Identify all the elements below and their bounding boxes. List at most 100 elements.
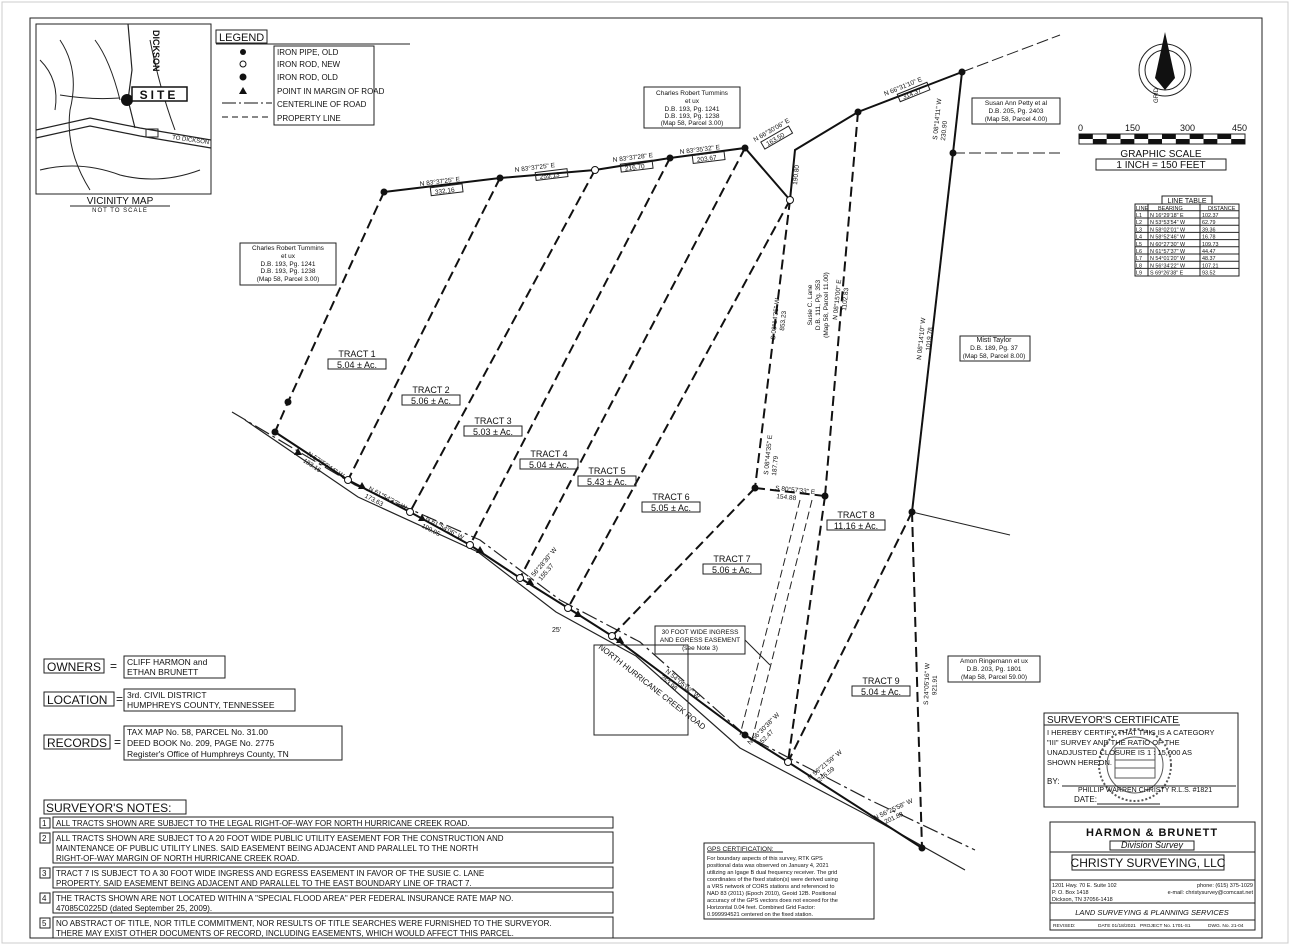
corner-markers (271, 68, 966, 852)
notes-title: SURVEYOR'S NOTES: (46, 801, 171, 815)
vicinity-site-label: SITE (140, 88, 179, 102)
note-2-line: RIGHT-OF-WAY MARGIN OF NORTH HURRICANE C… (56, 854, 299, 863)
location-line-1: 3rd. CIVIL DISTRICT (127, 690, 207, 700)
footer-date: DATE 01/18/2021 (1098, 923, 1136, 929)
svg-text:D.B. 193, Pg. 1238: D.B. 193, Pg. 1238 (665, 113, 720, 120)
firm-division: Division Survey (1121, 840, 1184, 850)
svg-text:D.B. 193, Pg. 1238: D.B. 193, Pg. 1238 (261, 268, 316, 275)
svg-text:(Map 58, Parcel 3.00): (Map 58, Parcel 3.00) (257, 276, 320, 283)
svg-text:D.B. 203, Pg. 1801: D.B. 203, Pg. 1801 (967, 666, 1022, 673)
dist-lane-w: 853.23 (779, 310, 788, 331)
dist-top1: 332.16 (435, 187, 456, 196)
iron-rod-old-icon (380, 188, 388, 196)
gps-line: utilizing an Igage B dual frequency rece… (707, 870, 837, 876)
svg-text:D.B. 111, Pg. 353: D.B. 111, Pg. 353 (815, 279, 822, 330)
svg-text:(Map 58, Parcel 8.00): (Map 58, Parcel 8.00) (963, 353, 1026, 360)
iron-rod-old-icon (741, 144, 749, 152)
owners-line-1: CLIFF HARMON and (127, 657, 208, 667)
bearing-r9w: S 24°05'16" W (922, 662, 931, 705)
scale-title: GRAPHIC SCALE (1120, 149, 1201, 160)
svg-text:et ux: et ux (281, 253, 296, 260)
svg-text:(Map 58, Parcel 4.00): (Map 58, Parcel 4.00) (985, 116, 1048, 123)
dist-t7e: 154.88 (776, 493, 797, 502)
vicinity-to-dickson: TO DICKSON (172, 135, 210, 146)
cert-line-2: "III" SURVEY AND THE RATIO OF THE (1047, 738, 1180, 747)
north-arrow: GRID (1138, 32, 1192, 103)
tract-2-name: TRACT 2 (412, 385, 449, 395)
note-5-line: THERE MAY EXIST OTHER DOCUMENTS OF RECOR… (56, 929, 514, 938)
tract-4-name: TRACT 4 (530, 449, 567, 459)
tract-1-name: TRACT 1 (338, 349, 375, 359)
owner-ringemann: Amon Ringemann et ux D.B. 203, Pg. 1801 … (947, 655, 1041, 683)
surveyor-certificate: SURVEYOR'S CERTIFICATE I HEREBY CERTIFY … (1043, 712, 1239, 808)
dist-taylor: 1019.78 (925, 327, 934, 351)
phone: phone: (615) 375-1029 (1197, 883, 1253, 889)
svg-text:Susan Ann Petty et al: Susan Ann Petty et al (985, 100, 1048, 107)
tract-3-area: 5.03 ± Ac. (473, 427, 513, 437)
records-line-3: Register's Office of Humphreys County, T… (127, 749, 289, 759)
gps-title: GPS CERTIFICATION: (707, 846, 774, 853)
dist-short-top: 190.80 (792, 164, 801, 185)
tract-4-area: 5.04 ± Ac. (529, 460, 569, 470)
lt-cell: N 56°34'22" W (1150, 263, 1186, 269)
legend-item-2: IRON ROD, NEW (277, 60, 341, 69)
tract-5-area: 5.43 ± Ac. (587, 477, 627, 487)
gps-line: a VRS network of CORS stations and refer… (707, 884, 834, 890)
lt-cell: N 16°29'18" E (1150, 213, 1184, 219)
vicinity-dickson-label: DICKSON (151, 30, 161, 72)
tract-6-name: TRACT 6 (652, 492, 689, 502)
drawing-border (29, 17, 1263, 939)
svg-text:AND EGRESS EASEMENT: AND EGRESS EASEMENT (660, 637, 740, 644)
gps-line: positional data was observed on January … (707, 863, 829, 869)
cert-title: SURVEYOR'S CERTIFICATE (1047, 715, 1179, 726)
iron-rod-new-icon (784, 758, 792, 766)
note-number: 2 (42, 834, 47, 843)
site-dot-icon (121, 94, 133, 106)
owner-tummins-left: Charles Robert Tummins et ux D.B. 193, P… (239, 242, 337, 286)
iron-rod-new-icon (786, 196, 794, 204)
lt-header-line: LINE (1136, 206, 1149, 212)
lt-cell: 102.37 (1202, 213, 1219, 219)
location-line-2: HUMPHREYS COUNTY, TENNESSEE (127, 700, 275, 710)
iron-rod-old-icon (918, 844, 926, 852)
dist-petty: 230.90 (940, 120, 949, 141)
dist-lane-e: 1102.83 (841, 287, 850, 311)
owner-tummins-top: Charles Robert Tummins et ux D.B. 193, P… (643, 86, 741, 129)
scale-tick-300: 300 (1180, 123, 1195, 133)
svg-text:Misti Taylor: Misti Taylor (977, 337, 1013, 344)
gps-line: Horizontal 0.04 feet. Combined Grid Fact… (707, 905, 816, 911)
road-south-margin (244, 419, 966, 871)
lt-cell: 48.37 (1202, 256, 1216, 262)
legend-item-6: PROPERTY LINE (277, 114, 341, 123)
road-point-icon (526, 578, 534, 585)
records-label: RECORDS (47, 736, 107, 750)
lt-cell: L1 (1136, 213, 1142, 219)
road-point-icon (418, 514, 426, 521)
lt-header-distance: DISTANCE (1208, 206, 1236, 212)
lt-cell: 16.78 (1202, 235, 1216, 241)
north-grid-label: GRID (1154, 87, 1160, 103)
lt-cell: L7 (1136, 256, 1142, 262)
svg-text:Charles Robert Tummins: Charles Robert Tummins (252, 245, 325, 252)
tract-8-area: 11.16 ± Ac. (834, 521, 878, 531)
iron-pipe-old-icon (240, 49, 246, 55)
legend-item-5: CENTERLINE OF ROAD (277, 100, 367, 109)
gps-line: NAD 83 (2011) (Epoch 2010), Geoid 12B. P… (707, 891, 836, 897)
location-label: LOCATION (47, 693, 107, 707)
addr-2: P. O. Box 1418 (1052, 890, 1089, 896)
iron-rod-old-icon (284, 398, 292, 406)
lt-cell: L4 (1136, 235, 1142, 241)
lt-cell: 107.21 (1202, 263, 1219, 269)
owner-taylor: Misti Taylor D.B. 189, Pg. 37 (Map 58, P… (959, 335, 1031, 362)
legend-item-1: IRON PIPE, OLD (277, 48, 339, 57)
note-number: 1 (42, 819, 47, 828)
svg-text:=: = (110, 659, 117, 673)
iron-rod-old-icon (908, 508, 916, 516)
legend: LEGEND IRON PIPE, OLD IRON ROD, NEW IRON… (215, 29, 410, 126)
tract-8-name: TRACT 8 (837, 510, 874, 520)
road-point-icon (574, 610, 582, 617)
lt-cell: N 58°02'01" W (1150, 227, 1186, 233)
